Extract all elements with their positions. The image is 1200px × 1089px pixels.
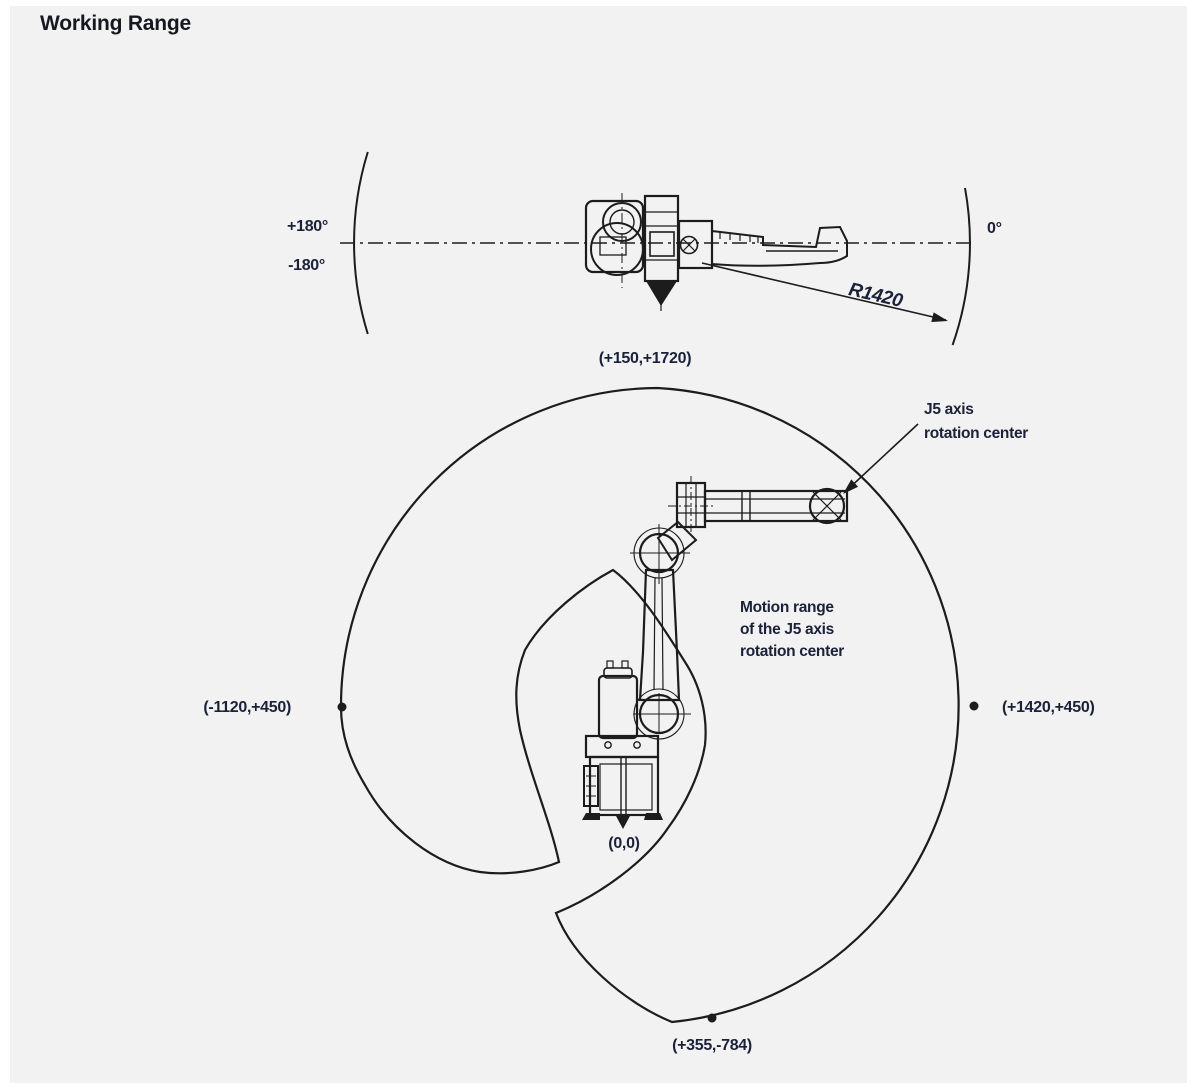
- j5-label-line2: rotation center: [924, 425, 1028, 442]
- j5-leader-line: [844, 423, 919, 493]
- minus-180-label: -180°: [288, 257, 325, 274]
- motion-label-line1: Motion range: [740, 599, 834, 616]
- zero-deg-label: 0°: [987, 220, 1002, 237]
- robot-side-view-drawing: [582, 476, 849, 829]
- robot-top-view-drawing: [584, 193, 848, 311]
- working-envelope-outline: [339, 386, 960, 1024]
- side-view-diagram: (+150,+1720) (-1120,+450) (+1420,+450) (…: [203, 350, 1094, 1054]
- right-boundary-dot: [969, 701, 979, 711]
- coord-bottom-label: (+355,-784): [672, 1037, 752, 1054]
- bottom-boundary-dot: [707, 1013, 717, 1023]
- coord-origin-label: (0,0): [608, 835, 639, 852]
- radius-label: R1420: [847, 279, 906, 312]
- coord-left-label: (-1120,+450): [203, 699, 291, 716]
- origin-marker: [616, 816, 630, 829]
- motion-range-annotation: Motion range of the J5 axis rotation cen…: [740, 599, 845, 660]
- motion-label-line3: rotation center: [740, 643, 844, 660]
- page-background: [10, 6, 1187, 1083]
- motion-label-line2: of the J5 axis: [740, 621, 834, 638]
- top-view-diagram: R1420 +180° -180° 0°: [287, 151, 1002, 346]
- plus-180-label: +180°: [287, 218, 328, 235]
- left-boundary-dot: [337, 702, 347, 712]
- radius-leader-line: [701, 262, 947, 321]
- radius-arrowhead: [931, 312, 948, 322]
- j5-label-line1: J5 axis: [924, 401, 974, 418]
- rotation-arc-right2: [951, 187, 971, 346]
- j5-axis-callout: J5 axis rotation center: [843, 401, 1029, 494]
- page-title: Working Range: [40, 12, 192, 35]
- coord-right-label: (+1420,+450): [1002, 699, 1094, 716]
- coord-top-label: (+150,+1720): [599, 350, 691, 367]
